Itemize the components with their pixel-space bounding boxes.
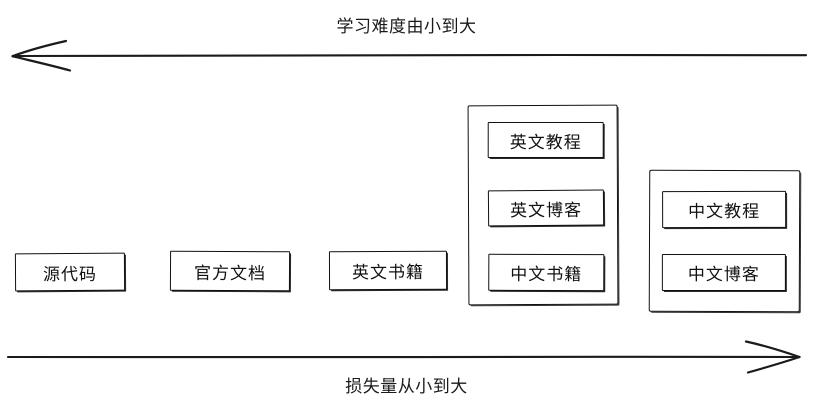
node-label: 官方文档: [193, 263, 267, 284]
bottom-axis-arrow: [6, 340, 801, 374]
node-label: 中文教程: [688, 201, 761, 223]
node-label: 英文博客: [509, 200, 583, 221]
node-label: 英文教程: [509, 132, 582, 153]
top-axis-arrow: [11, 39, 808, 72]
group-english-group[interactable]: 英文教程 英文博客 中文书籍: [467, 104, 619, 306]
node-english-books[interactable]: 英文书籍: [328, 250, 448, 291]
node-chinese-books[interactable]: 中文书籍: [488, 253, 605, 292]
node-chinese-blog[interactable]: 中文博客: [661, 253, 786, 292]
node-english-blog[interactable]: 英文博客: [487, 189, 605, 227]
node-chinese-tutorial[interactable]: 中文教程: [662, 190, 787, 229]
node-label: 中文博客: [687, 264, 760, 286]
top-axis-label: 学习难度由小到大: [336, 17, 477, 37]
node-official-docs[interactable]: 官方文档: [169, 250, 291, 292]
bottom-axis-label: 损失量从小到大: [345, 377, 468, 397]
node-english-tutorial[interactable]: 英文教程: [487, 121, 604, 159]
node-label: 中文书籍: [510, 264, 583, 286]
node-label: 英文书籍: [351, 262, 425, 284]
node-label: 源代码: [42, 264, 98, 285]
group-chinese-group[interactable]: 中文教程 中文博客: [648, 169, 801, 313]
node-source-code[interactable]: 源代码: [14, 252, 126, 292]
